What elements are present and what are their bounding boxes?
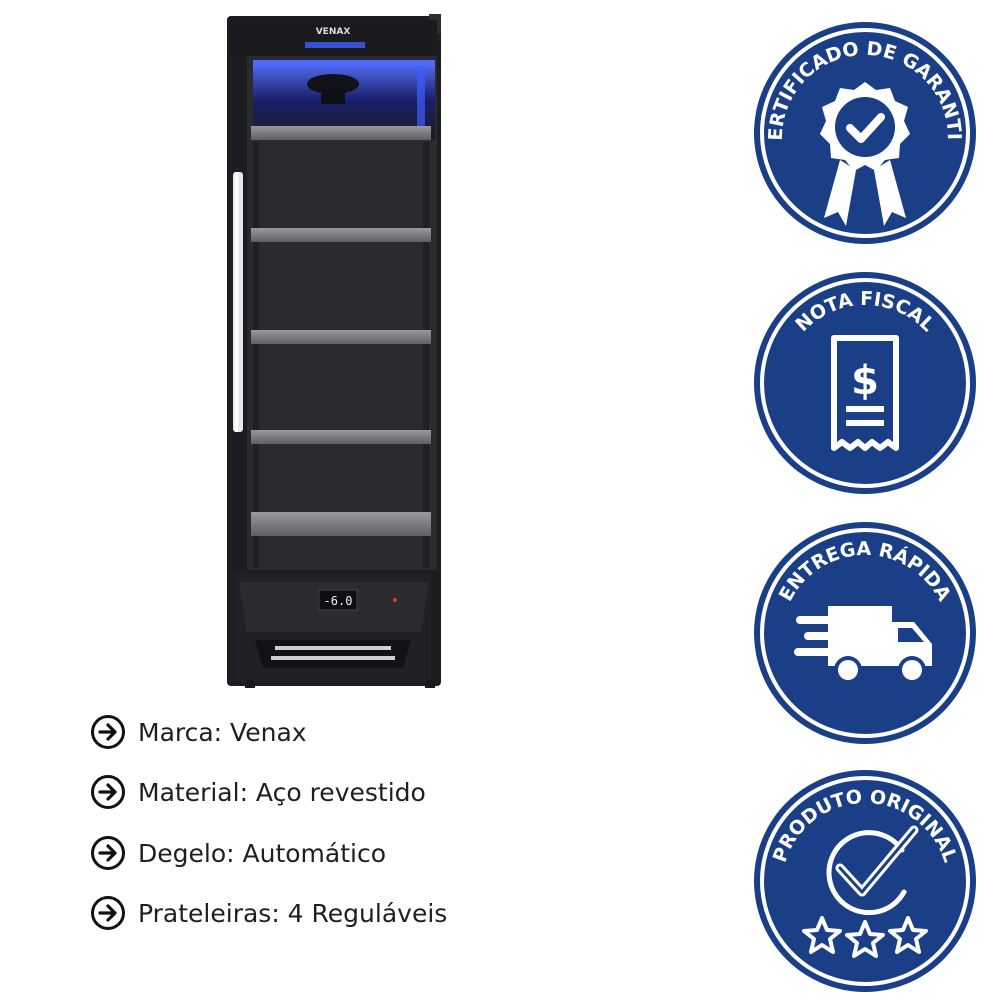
spec-item-defrost: Degelo: Automático bbox=[90, 831, 386, 875]
spec-item-material: Material: Aço revestido bbox=[90, 770, 426, 814]
temperature-display: -6.0 bbox=[324, 594, 353, 608]
spec-item-brand: Marca: Venax bbox=[90, 710, 307, 754]
spec-item-text: Degelo: Automático bbox=[138, 838, 386, 868]
badge-warranty: CERTIFICADO DE GARANTIA bbox=[752, 20, 976, 244]
badge-fast-delivery: ENTREGA RÁPIDA bbox=[754, 522, 976, 744]
spec-item-text: Marca: Venax bbox=[138, 717, 307, 747]
receipt-dollar-icon: $ bbox=[831, 335, 899, 451]
arrow-right-circle-icon bbox=[91, 836, 125, 870]
brand-logo-text: VENAX bbox=[316, 27, 351, 37]
spec-item-text: Material: Aço revestido bbox=[138, 777, 426, 807]
svg-text:$: $ bbox=[851, 358, 879, 404]
arrow-right-circle-icon bbox=[91, 896, 125, 930]
rosette-check-icon bbox=[820, 82, 910, 226]
spec-item-shelves: Prateleiras: 4 Reguláveis bbox=[90, 891, 447, 935]
arrow-right-circle-icon bbox=[91, 775, 125, 809]
check-stars-icon bbox=[802, 825, 928, 958]
refrigerator-image: VENAX -6.0 bbox=[227, 14, 441, 688]
badge-original-product: PRODUTO ORIGINAL bbox=[754, 770, 976, 992]
delivery-truck-icon bbox=[794, 606, 932, 684]
badge-invoice: NOTA FISCAL $ bbox=[754, 272, 976, 494]
arrow-right-circle-icon bbox=[91, 715, 125, 749]
spec-item-text: Prateleiras: 4 Reguláveis bbox=[138, 898, 448, 928]
